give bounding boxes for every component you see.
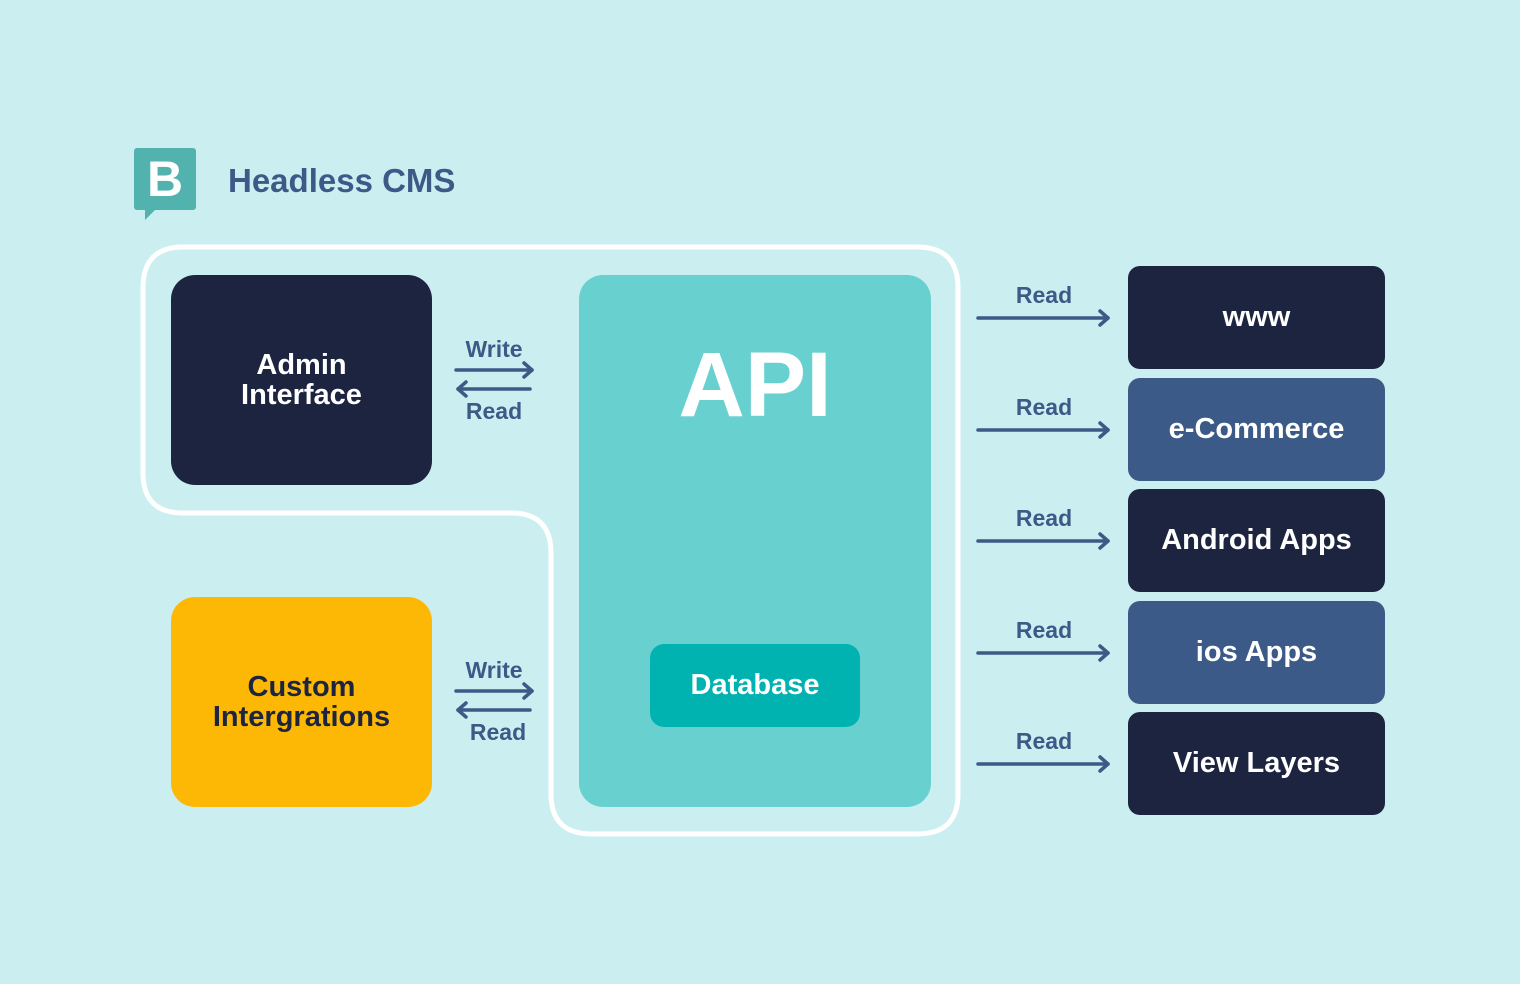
logo-speech-tail-icon — [145, 208, 157, 220]
output-read-label: Read — [1015, 282, 1073, 308]
custom-label-line1: Custom — [247, 671, 356, 703]
api-label: API — [678, 334, 832, 436]
output-box-ios-apps: ios Apps — [1128, 601, 1385, 704]
admin-label-line2: Interface — [241, 379, 362, 411]
page-title: Headless CMS — [228, 162, 456, 199]
admin-write-label: Write — [465, 336, 523, 362]
admin-label-line1: Admin — [256, 349, 347, 381]
read-arrow-icon — [976, 755, 1110, 773]
custom-write-label: Write — [465, 657, 523, 683]
read-arrow-icon — [976, 309, 1110, 327]
logo-letter: B — [146, 151, 184, 207]
admin-interface-box: Admin Interface — [171, 275, 432, 485]
output-read-label: Read — [1015, 394, 1073, 420]
output-box-android-apps: Android Apps — [1128, 489, 1385, 592]
read-arrow-icon — [976, 644, 1110, 662]
output-box-ecommerce: e-Commerce — [1128, 378, 1385, 481]
read-arrow-icon — [976, 532, 1110, 550]
admin-read-label: Read — [465, 398, 523, 424]
read-arrow-icon — [976, 421, 1110, 439]
output-read-label: Read — [1015, 728, 1073, 754]
output-label: Android Apps — [1161, 524, 1352, 556]
custom-label-line2: Intergrations — [212, 701, 391, 733]
brand-logo: B — [134, 148, 196, 210]
output-box-www: www — [1128, 266, 1385, 369]
output-read-label: Read — [1015, 505, 1073, 531]
database-box: Database — [650, 644, 860, 727]
api-box: API — [579, 275, 931, 807]
admin-bidirectional-arrow-icon — [454, 361, 534, 398]
custom-bidirectional-arrow-icon — [454, 682, 534, 719]
output-box-view-layers: View Layers — [1128, 712, 1385, 815]
custom-integrations-box: Custom Intergrations — [171, 597, 432, 807]
output-label: www — [1222, 301, 1291, 333]
output-label: View Layers — [1172, 747, 1341, 779]
database-label: Database — [690, 669, 820, 701]
output-read-label: Read — [1015, 617, 1073, 643]
output-label: e-Commerce — [1168, 413, 1345, 445]
output-label: ios Apps — [1195, 636, 1318, 668]
custom-read-label: Read — [469, 719, 527, 745]
